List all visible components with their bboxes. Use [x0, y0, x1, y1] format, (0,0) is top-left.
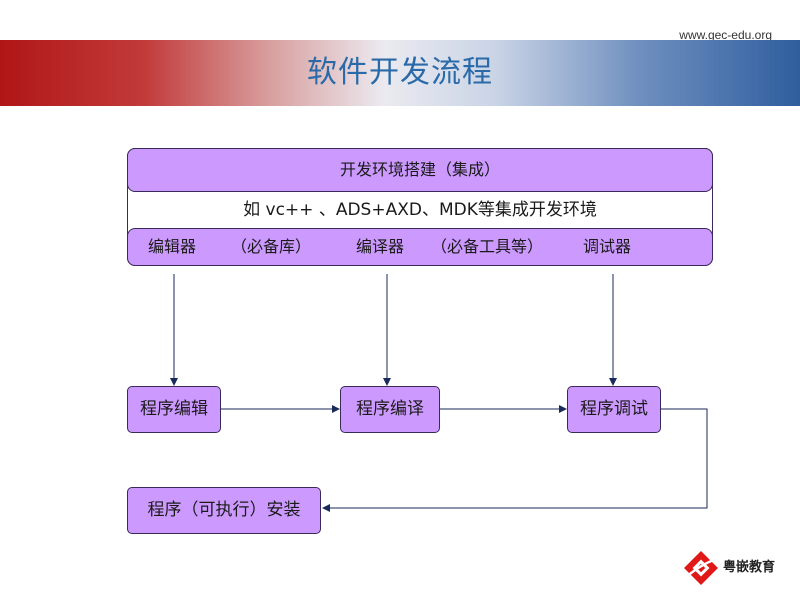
environment-title-box: 开发环境搭建（集成） — [127, 148, 713, 192]
environment-tools-box: 编辑器 （必备库） 编译器 （必备工具等） 调试器 — [127, 228, 713, 266]
environment-examples: 如 vc++ 、ADS+AXD、MDK等集成开发环境 — [243, 200, 597, 220]
logo-text: 粤嵌教育 — [723, 560, 776, 575]
tool-compiler: 编译器 — [356, 237, 405, 256]
arrow-debug-to-install — [322, 408, 708, 512]
tool-debugger: 调试器 — [583, 237, 632, 256]
step-install: 程序（可执行）安装 — [127, 487, 321, 534]
gec-logo-icon — [684, 551, 720, 585]
tool-editor-note: （必备库） — [231, 237, 312, 256]
title-banner — [0, 40, 800, 106]
step-compile: 程序编译 — [340, 386, 440, 433]
tool-compiler-note: （必备工具等） — [431, 237, 544, 256]
slide-title: 软件开发流程 — [307, 55, 493, 90]
step-edit: 程序编辑 — [127, 386, 221, 433]
site-url: www.gec-edu.org — [679, 28, 772, 42]
step-debug: 程序调试 — [567, 386, 661, 433]
tool-editor: 编辑器 — [148, 237, 197, 256]
